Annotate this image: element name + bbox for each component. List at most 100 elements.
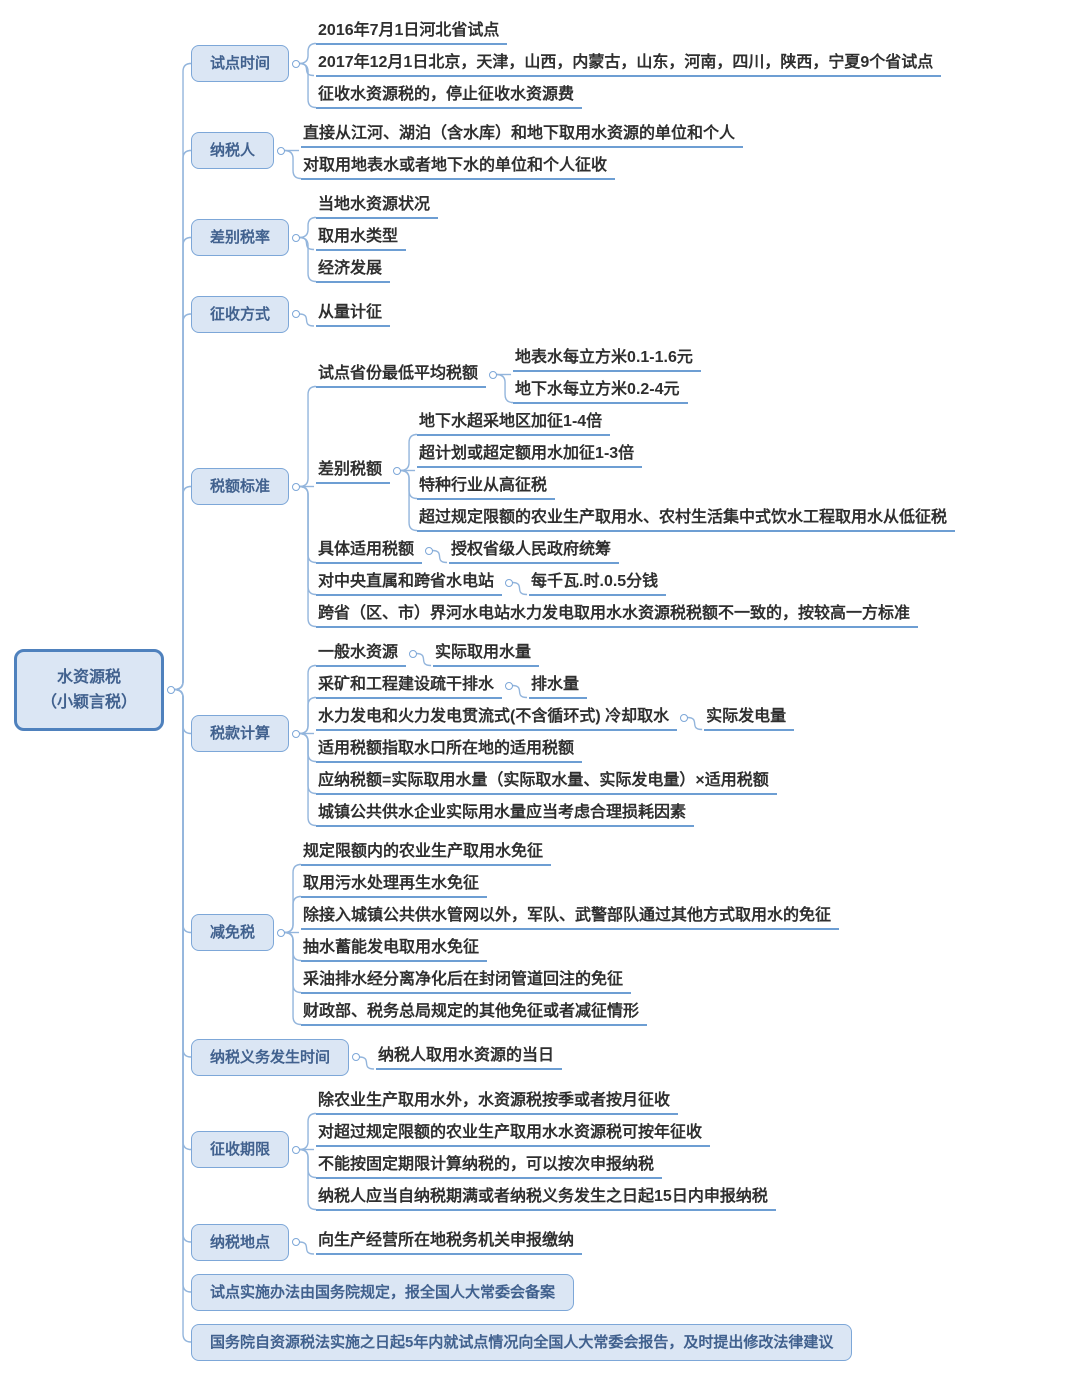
- branch: 实际发电量: [704, 705, 795, 731]
- collapse-toggle-icon[interactable]: [393, 466, 402, 475]
- mindmap-leaf[interactable]: 超计划或超定额用水加征1-3倍: [417, 442, 643, 468]
- mindmap-leaf[interactable]: 征收水资源税的，停止征收水资源费: [316, 83, 583, 109]
- collapse-toggle-icon[interactable]: [277, 146, 286, 155]
- mindmap-leaf[interactable]: 除接入城镇公共供水管网以外，军队、武警部队通过其他方式取用水的免征: [301, 904, 840, 930]
- children: 向生产经营所在地税务机关申报缴纳: [316, 1229, 583, 1255]
- collapse-toggle-icon[interactable]: [680, 713, 689, 722]
- mindmap-leaf[interactable]: 规定限额内的农业生产取用水免征: [301, 840, 552, 866]
- collapse-toggle-icon[interactable]: [277, 928, 286, 937]
- branch: 国务院自资源税法实施之日起5年内就试点情况向全国人大常委会报告，及时提出修改法律…: [191, 1323, 955, 1361]
- mindmap-leaf[interactable]: 适用税额指取水口所在地的适用税额: [316, 737, 583, 763]
- collapse-toggle-icon[interactable]: [292, 233, 301, 242]
- topic-obligation-time[interactable]: 纳税义务发生时间: [191, 1038, 350, 1076]
- mindmap-leaf[interactable]: 地表水每立方米0.1-1.6元: [513, 346, 701, 372]
- topic-tax-payment-place[interactable]: 纳税地点: [191, 1223, 290, 1261]
- mindmap-leaf[interactable]: 授权省级人民政府统筹: [449, 538, 620, 564]
- branch: 不能按固定期限计算纳税的，可以按次申报纳税: [316, 1153, 776, 1179]
- mindmap-leaf[interactable]: 地下水超采地区加征1-4倍: [417, 410, 611, 436]
- mindmap-leaf[interactable]: 纳税人取用水资源的当日: [376, 1044, 563, 1070]
- branch: 排水量: [529, 673, 588, 699]
- leaf-power-cooling-water[interactable]: 水力发电和火力发电贯流式(不含循环式) 冷却取水: [316, 705, 678, 731]
- mindmap-leaf[interactable]: 财政部、税务总局规定的其他免征或者减征情形: [301, 1000, 648, 1026]
- mindmap-leaf[interactable]: 经济发展: [316, 257, 391, 283]
- mindmap-leaf[interactable]: 向生产经营所在地税务机关申报缴纳: [316, 1229, 583, 1255]
- topic-levy-period[interactable]: 征收期限: [191, 1131, 290, 1168]
- children: 授权省级人民政府统筹: [449, 538, 620, 564]
- mindmap-leaf[interactable]: 抽水蓄能发电取用水免征: [301, 936, 488, 962]
- leaf-general-water[interactable]: 一般水资源: [316, 641, 407, 667]
- collapse-toggle-icon[interactable]: [489, 370, 498, 379]
- collapse-toggle-icon[interactable]: [292, 1145, 301, 1154]
- topic-pilot-time[interactable]: 试点时间: [191, 45, 290, 82]
- mindmap-leaf[interactable]: 取用水类型: [316, 225, 407, 251]
- topic-taxpayer[interactable]: 纳税人: [191, 132, 275, 169]
- branch: 一般水资源 实际取用水量: [316, 641, 794, 667]
- collapse-toggle-icon[interactable]: [292, 482, 301, 491]
- topic-state-council-report-note[interactable]: 国务院自资源税法实施之日起5年内就试点情况向全国人大常委会报告，及时提出修改法律…: [191, 1323, 853, 1361]
- collapse-toggle-icon[interactable]: [505, 578, 514, 587]
- mindmap-leaf[interactable]: 跨省（区、市）界河水电站水力发电取用水水资源税税额不一致的，按较高一方标准: [316, 602, 919, 628]
- mindmap-leaf[interactable]: 对超过规定限额的农业生产取用水水资源税可按年征收: [316, 1121, 711, 1147]
- collapse-toggle-icon[interactable]: [167, 685, 176, 694]
- mindmap-leaf[interactable]: 2016年7月1日河北省试点: [316, 19, 508, 45]
- mindmap-leaf[interactable]: 纳税人应当自纳税期满或者纳税义务发生之日起15日内申报纳税: [316, 1185, 776, 1211]
- children: 规定限额内的农业生产取用水免征 取用污水处理再生水免征 除接入城镇公共供水管网以…: [301, 840, 840, 1026]
- mindmap-leaf[interactable]: 直接从江河、湖泊（含水库）和地下取用水资源的单位和个人: [301, 122, 744, 148]
- collapse-toggle-icon[interactable]: [409, 649, 418, 658]
- mindmap-leaf[interactable]: 地下水每立方米0.2-4元: [513, 378, 688, 404]
- children: 试点省份最低平均税额 地表水每立方米0.1-1.6元 地下水每立方米0.2-4元…: [316, 346, 956, 628]
- children: 除农业生产取用水外，水资源税按季或者按月征收 对超过规定限额的农业生产取用水水资…: [316, 1089, 776, 1211]
- root-topic[interactable]: 水资源税 （小颖言税）: [14, 648, 165, 731]
- leaf-min-average-tax[interactable]: 试点省份最低平均税额: [316, 362, 487, 388]
- mindmap-leaf[interactable]: 实际发电量: [704, 705, 795, 731]
- mindmap-leaf[interactable]: 超过规定限额的农业生产取用水、农村生活集中式饮水工程取用水从低征税: [417, 506, 956, 532]
- children: 从量计征: [316, 301, 391, 327]
- branch: 纳税人应当自纳税期满或者纳税义务发生之日起15日内申报纳税: [316, 1185, 776, 1211]
- branch: 城镇公共供水企业实际用水量应当考虑合理损耗因素: [316, 801, 794, 827]
- mindmap-leaf[interactable]: 排水量: [529, 673, 588, 699]
- mindmap-leaf[interactable]: 实际取用水量: [433, 641, 540, 667]
- branch: 跨省（区、市）界河水电站水力发电取用水水资源税税额不一致的，按较高一方标准: [316, 602, 955, 628]
- branch: 差别税率 当地水资源状况 取用水类型 经济发展: [191, 193, 955, 283]
- mindmap-leaf[interactable]: 采油排水经分离净化后在封闭管道回注的免征: [301, 968, 632, 994]
- topic-pilot-measures-note[interactable]: 试点实施办法由国务院规定，报全国人大常委会备案: [191, 1273, 575, 1311]
- mindmap-leaf[interactable]: 每千瓦.时.0.5分钱: [529, 570, 667, 596]
- mindmap-leaf[interactable]: 不能按固定期限计算纳税的，可以按次申报纳税: [316, 1153, 663, 1179]
- branch: 采油排水经分离净化后在封闭管道回注的免征: [301, 968, 839, 994]
- collapse-toggle-icon[interactable]: [425, 546, 434, 555]
- topic-differential-rate[interactable]: 差别税率: [191, 219, 290, 256]
- leaf-specific-applicable-tax[interactable]: 具体适用税额: [316, 538, 423, 564]
- children: 地下水超采地区加征1-4倍 超计划或超定额用水加征1-3倍 特种行业从高征税 超…: [417, 410, 956, 532]
- branch: 纳税义务发生时间 纳税人取用水资源的当日: [191, 1038, 955, 1076]
- branch: 地下水每立方米0.2-4元: [513, 378, 701, 404]
- mindmap-leaf[interactable]: 当地水资源状况: [316, 193, 439, 219]
- collapse-toggle-icon[interactable]: [292, 1238, 301, 1246]
- mindmap-leaf[interactable]: 对取用地表水或者地下水的单位和个人征收: [301, 154, 616, 180]
- leaf-differential-amount[interactable]: 差别税额: [316, 458, 391, 484]
- children: 排水量: [529, 673, 588, 699]
- branch: 取用污水处理再生水免征: [301, 872, 839, 898]
- mindmap-leaf[interactable]: 2017年12月1日北京，天津，山西，内蒙古，山东，河南，四川，陕西，宁夏9个省…: [316, 51, 942, 77]
- mindmap-leaf[interactable]: 除农业生产取用水外，水资源税按季或者按月征收: [316, 1089, 679, 1115]
- branch: 对中央直属和跨省水电站 每千瓦.时.0.5分钱: [316, 570, 955, 596]
- collapse-toggle-icon[interactable]: [292, 729, 301, 738]
- collapse-toggle-icon[interactable]: [292, 310, 301, 318]
- branch: 抽水蓄能发电取用水免征: [301, 936, 839, 962]
- branch: 授权省级人民政府统筹: [449, 538, 620, 564]
- children: 一般水资源 实际取用水量 采矿和工程建设疏干排水 排水量: [316, 641, 795, 827]
- topic-levy-method[interactable]: 征收方式: [191, 295, 290, 333]
- mindmap-leaf[interactable]: 特种行业从高征税: [417, 474, 556, 500]
- leaf-central-hydropower[interactable]: 对中央直属和跨省水电站: [316, 570, 503, 596]
- topic-tax-calculation[interactable]: 税款计算: [191, 715, 290, 752]
- mindmap-leaf[interactable]: 应纳税额=实际取用水量（实际取水量、实际发电量）×适用税额: [316, 769, 777, 795]
- collapse-toggle-icon[interactable]: [352, 1053, 361, 1061]
- mindmap-leaf[interactable]: 取用污水处理再生水免征: [301, 872, 488, 898]
- collapse-toggle-icon[interactable]: [505, 681, 514, 690]
- topic-tax-exemption[interactable]: 减免税: [191, 914, 275, 951]
- collapse-toggle-icon[interactable]: [292, 59, 301, 68]
- mindmap-leaf[interactable]: 从量计征: [316, 301, 391, 327]
- topic-tax-amount-standard[interactable]: 税额标准: [191, 468, 290, 505]
- branch: 具体适用税额 授权省级人民政府统筹: [316, 538, 955, 564]
- leaf-mining-drainage[interactable]: 采矿和工程建设疏干排水: [316, 673, 503, 699]
- mindmap-leaf[interactable]: 城镇公共供水企业实际用水量应当考虑合理损耗因素: [316, 801, 695, 827]
